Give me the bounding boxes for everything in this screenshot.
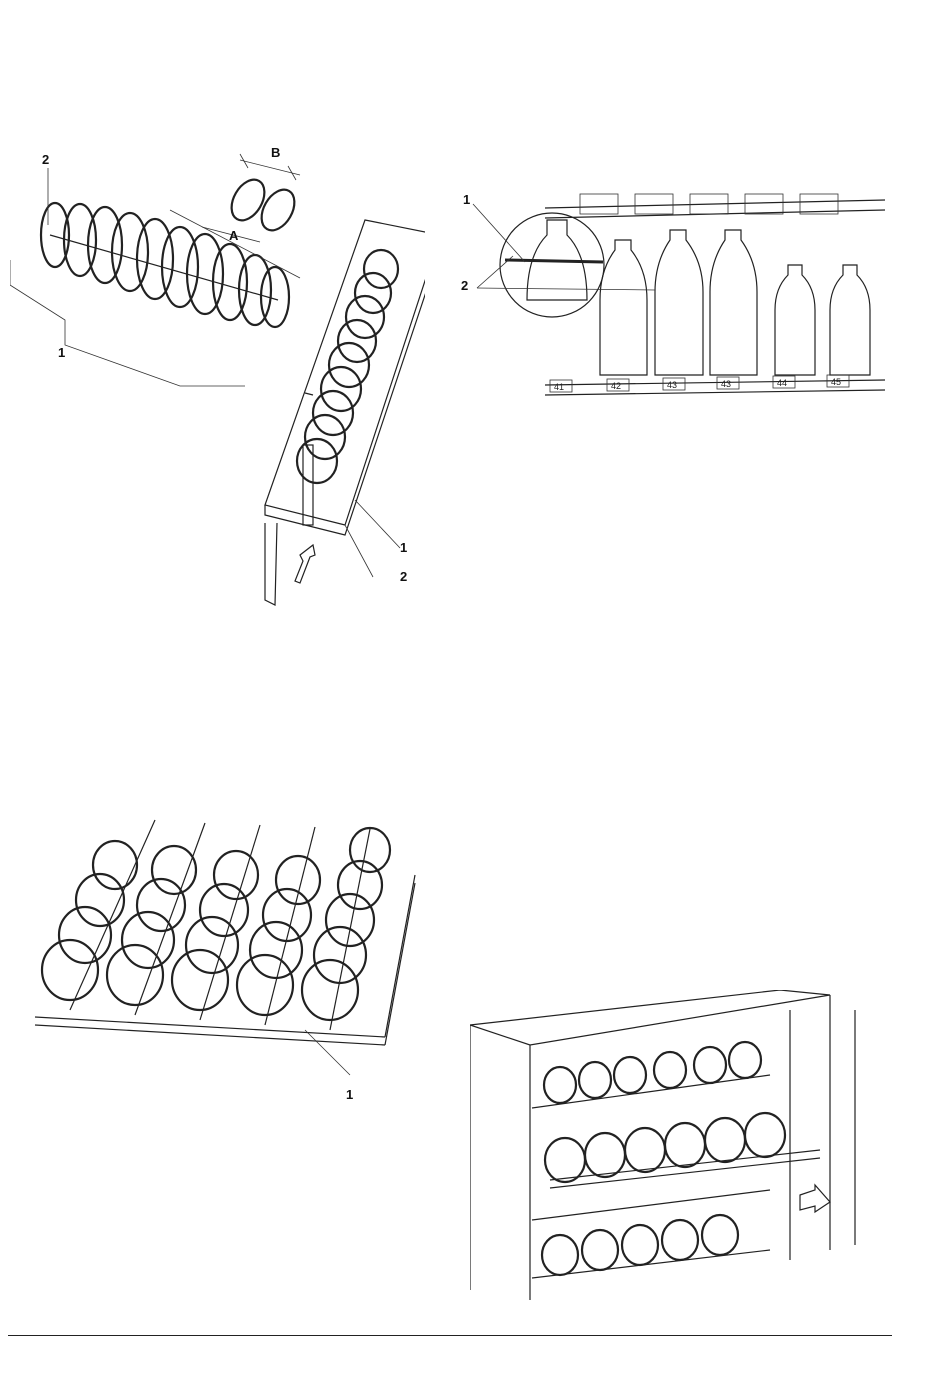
bottle-tray-figure: 41 42 43 43 44 45 1 2 (455, 190, 895, 405)
callout-2: 2 (42, 152, 49, 167)
tray-insert-figure: 1 2 (255, 205, 425, 615)
slot-label-4: 43 (721, 379, 731, 389)
bottles (600, 230, 870, 375)
slot-label-1: 41 (554, 382, 564, 392)
footer-rule (8, 1335, 892, 1336)
callout-1: 1 (400, 540, 407, 555)
callout-2: 2 (400, 569, 407, 584)
slot-number-labels: 41 42 43 43 44 45 (550, 375, 849, 392)
slot-label-3: 43 (667, 380, 677, 390)
callout-1: 1 (463, 192, 470, 207)
bottle-tray-drawing: 41 42 43 43 44 45 (455, 190, 895, 405)
callout-b: B (271, 145, 280, 160)
tray-row-drawing (30, 805, 420, 1105)
callout-1: 1 (346, 1087, 353, 1102)
slot-label-2: 42 (611, 381, 621, 391)
cabinet-figure (470, 990, 880, 1300)
slot-label-6: 45 (831, 377, 841, 387)
callout-a: A (229, 228, 238, 243)
slot-label-5: 44 (777, 378, 787, 388)
cabinet-drawing (470, 990, 880, 1300)
callout-1: 1 (58, 345, 65, 360)
tray-dividers (70, 820, 370, 1030)
tray-spiral (297, 250, 398, 483)
cabinet-shelves (532, 1075, 820, 1278)
callout-2: 2 (461, 278, 468, 293)
spring-coil (41, 203, 289, 327)
tray-row-figure: 1 (30, 805, 420, 1105)
